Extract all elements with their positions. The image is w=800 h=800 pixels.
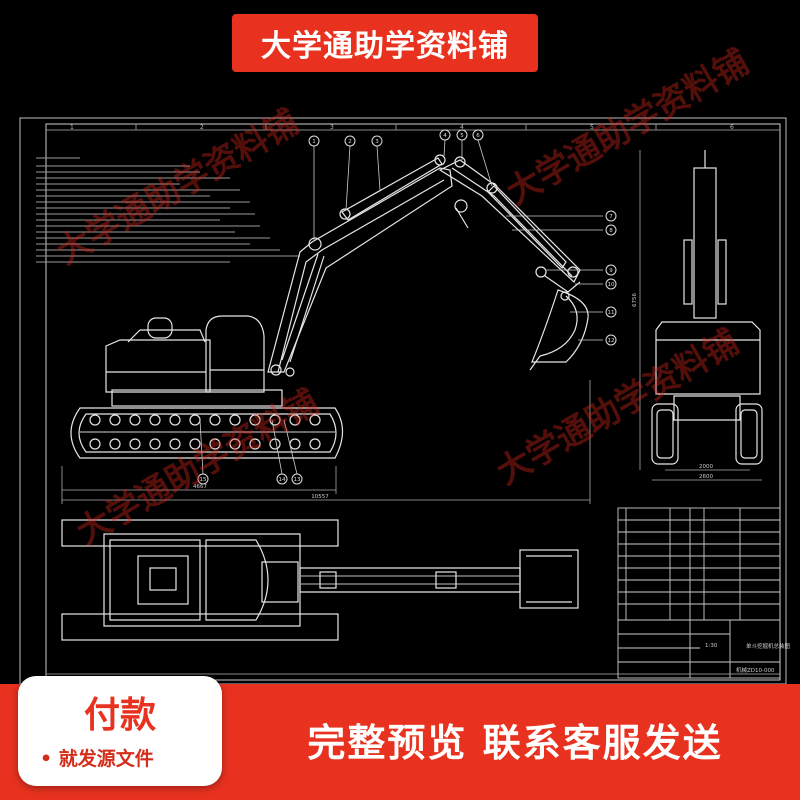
part-balloon: 3 — [375, 139, 379, 145]
part-balloon: 8 — [609, 228, 613, 234]
payment-card: 付款 • 就发源文件 — [18, 676, 222, 786]
part-balloon: 12 — [608, 338, 615, 344]
title-block-drawing-number: 机械ZD10-000 — [736, 666, 775, 674]
part-balloon: 9 — [609, 268, 613, 274]
column-label: 4 — [460, 124, 464, 131]
part-leaders — [199, 139, 603, 475]
payment-subtitle: • 就发源文件 — [40, 748, 154, 770]
part-balloon: 5 — [460, 133, 464, 139]
title-block-drawing-name: 单斗挖掘机总装图 — [746, 642, 791, 650]
column-label: 1 — [70, 124, 74, 131]
payment-title: 付款 — [83, 695, 156, 736]
column-label: 2 — [200, 124, 204, 131]
part-balloon: 10 — [608, 282, 615, 288]
part-balloon: 6 — [476, 133, 480, 139]
part-balloon: 1 — [312, 139, 316, 145]
column-label: 6 — [730, 124, 734, 131]
part-balloon: 2 — [348, 139, 352, 145]
part-balloon: 15 — [200, 477, 207, 483]
dimension-width-inner: 2000 — [699, 464, 713, 470]
preview-contact-text: 完整预览 联系客服发送 — [307, 721, 723, 765]
part-balloon: 13 — [294, 477, 301, 483]
dimension-track-length: 4667 — [193, 484, 207, 490]
side-view-dimensions — [61, 380, 591, 504]
excavator-front-view — [651, 150, 763, 465]
front-view-dimensions — [639, 150, 762, 481]
column-label: 3 — [330, 124, 334, 131]
part-balloon: 4 — [443, 133, 447, 139]
part-balloon-circles — [197, 129, 617, 485]
technical-requirements-notes — [36, 157, 300, 263]
excavator-top-view — [61, 519, 579, 641]
part-balloon: 11 — [608, 310, 615, 316]
column-label: 5 — [590, 124, 594, 131]
part-balloon: 7 — [609, 214, 613, 220]
shop-title-banner: 大学通助学资料铺 — [232, 14, 538, 72]
sheet-inner-border — [45, 123, 781, 681]
shop-title-text: 大学通助学资料铺 — [261, 29, 509, 64]
title-block-scale: 1:30 — [705, 643, 718, 649]
parts-list-table — [617, 507, 781, 679]
dimension-width-outer: 2600 — [699, 474, 713, 480]
dimension-height: 6756 — [632, 293, 638, 307]
part-balloon: 14 — [279, 477, 286, 483]
dimension-overall-length: 10557 — [311, 494, 329, 500]
